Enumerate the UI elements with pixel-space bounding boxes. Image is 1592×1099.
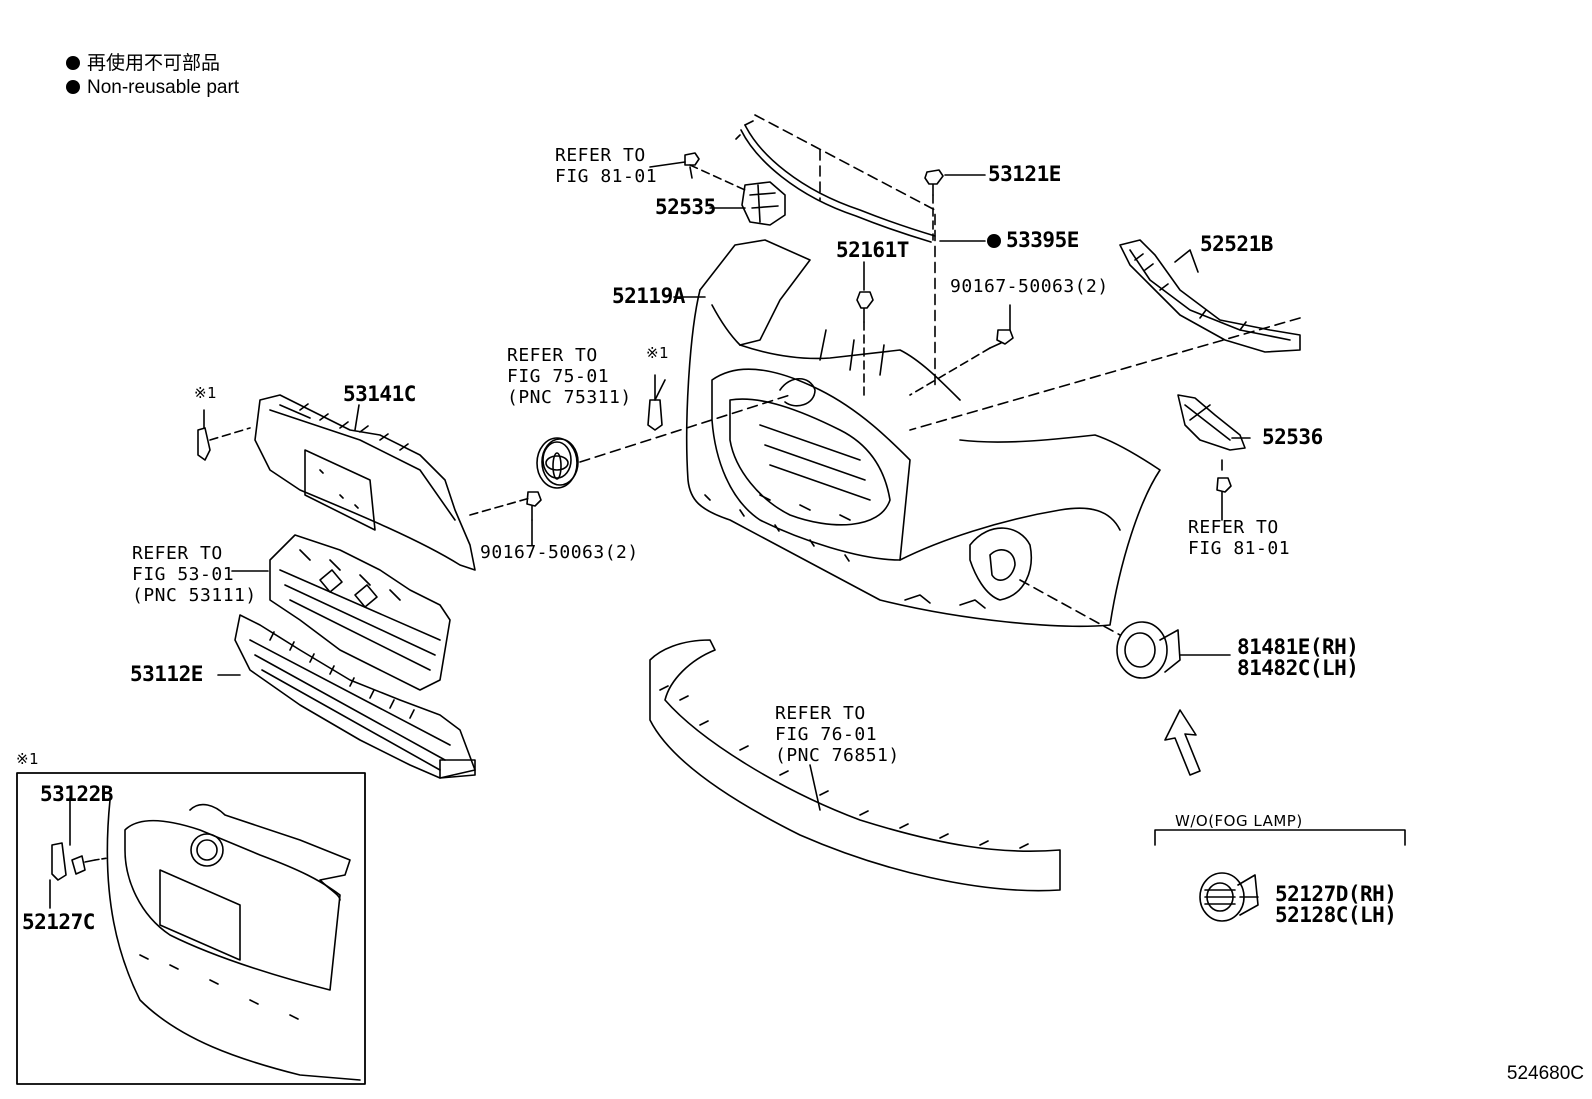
upper-grille-drawing: [209, 394, 542, 571]
ref-line: REFER TO: [775, 703, 866, 724]
leader-lines: [69, 161, 1259, 898]
filled-circle-icon: [987, 234, 1001, 248]
emblem-drawing: [536, 394, 791, 489]
ref-line: (PNC 76851): [775, 745, 900, 766]
legend-jp: 再使用不可部品: [66, 53, 220, 75]
part-90167-bottom: 90167-50063(2): [480, 542, 639, 563]
bumper-cover-drawing: [685, 239, 1161, 628]
note-mark-inset: ※1: [16, 750, 40, 768]
part-52535: 52535: [655, 195, 716, 219]
lower-grille-drawing: [234, 614, 476, 779]
screw-90167-top-drawing: [909, 329, 1014, 396]
inset-detail-drawing: [16, 772, 366, 1085]
part-52127D: 52127D(RH): [1275, 882, 1397, 906]
ref-line: REFER TO: [507, 345, 598, 366]
legend-en: Non-reusable part: [66, 77, 239, 99]
part-52536: 52536: [1262, 425, 1323, 449]
note-mark-emblem: ※1: [646, 344, 670, 362]
clip-mark-emblem-drawing: [647, 374, 663, 431]
clip-mark-grille-drawing: [197, 409, 211, 461]
lower-spoiler-drawing: [649, 639, 1061, 892]
part-90167-top: 90167-50063(2): [950, 276, 1109, 297]
part-81482C: 81482C(LH): [1237, 656, 1359, 680]
filled-circle-icon: [66, 56, 80, 70]
part-52521B: 52521B: [1200, 232, 1273, 256]
part-53141C: 53141C: [343, 382, 416, 406]
ref-line: REFER TO: [132, 543, 223, 564]
legend-en-text: Non-reusable part: [87, 77, 240, 98]
part-53395E: 53395E: [1006, 228, 1079, 252]
ref-line: FIG 53-01: [132, 564, 235, 585]
retainer-strip-drawing: [735, 114, 936, 391]
reinforcement-52521B-drawing: [909, 239, 1301, 431]
part-53395E-row: 53395E: [987, 230, 1079, 251]
bracket-52536-drawing: [1177, 394, 1246, 493]
legend-jp-text: 再使用不可部品: [87, 53, 221, 74]
part-52127C: 52127C: [22, 910, 95, 934]
grille-subassembly-drawing: [269, 534, 451, 691]
clip-52161T-drawing: [856, 291, 874, 396]
ref-line: (PNC 53111): [132, 585, 257, 606]
part-52119A: 52119A: [612, 284, 685, 308]
fog-cover-blank-drawing: [1199, 872, 1259, 922]
part-53121E: 53121E: [988, 162, 1061, 186]
part-52161T: 52161T: [836, 238, 909, 262]
ref-line: FIG 81-01: [555, 166, 658, 187]
note-mark-grille: ※1: [194, 384, 218, 402]
filled-circle-icon: [66, 80, 80, 94]
view-arrow-drawing: [1164, 709, 1201, 776]
ref-line: FIG 81-01: [1188, 538, 1291, 559]
figure-code: 524680C: [1506, 1063, 1584, 1084]
part-53112E: 53112E: [130, 662, 203, 686]
clip-53121E-drawing: [924, 169, 944, 241]
ref-line: REFER TO: [1188, 517, 1279, 538]
foglamp-cover-drawing: [1019, 579, 1181, 679]
ref-line: FIG 75-01: [507, 366, 610, 387]
ref-line: REFER TO: [555, 145, 646, 166]
ref-line: FIG 76-01: [775, 724, 878, 745]
ref-line: (PNC 75311): [507, 387, 632, 408]
wo-fog-bracket-drawing: [1154, 829, 1406, 846]
note-wo-fog-lamp: W/O(FOG LAMP): [1175, 812, 1303, 830]
part-81481E: 81481E(RH): [1237, 635, 1359, 659]
part-53122B: 53122B: [40, 782, 113, 806]
part-52128C: 52128C(LH): [1275, 903, 1397, 927]
